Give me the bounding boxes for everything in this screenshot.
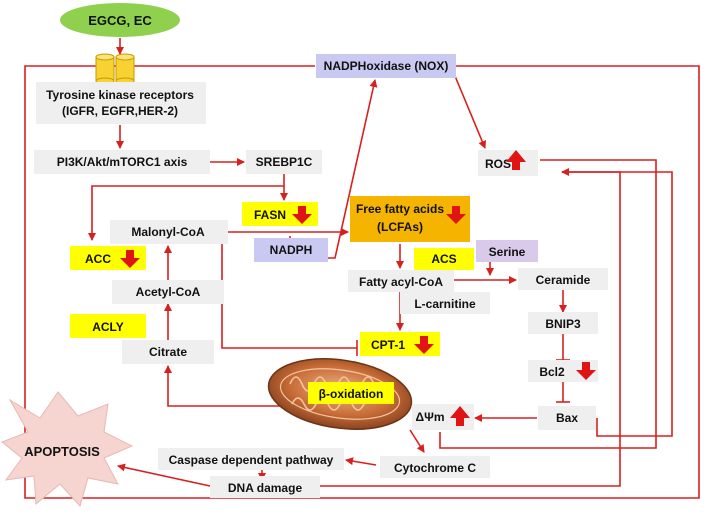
acs-label: ACS: [431, 252, 456, 266]
serine-node: Serine: [476, 240, 538, 262]
beta-oxidation-label: β-oxidation: [319, 387, 384, 401]
acetyl-label: Acetyl-CoA: [136, 285, 201, 299]
acc-node: ACC: [70, 246, 146, 270]
nadph-label: NADPH: [270, 243, 313, 257]
serine-label: Serine: [489, 245, 526, 259]
dna-label: DNA damage: [228, 481, 303, 495]
ros-label: ROS: [485, 157, 511, 171]
rtk-label-line1: Tyrosine kinase receptors: [46, 88, 194, 102]
cpt1-label: CPT-1: [371, 338, 405, 352]
ffa-label-line2: (LCFAs): [377, 220, 423, 234]
dpsi-label: ΔΨm: [415, 410, 444, 424]
fattyacyl-node: Fatty acyl-CoA: [348, 270, 454, 292]
edge-dna-to-apoptosis: [117, 463, 211, 487]
ffa-label-line1: Free fatty acids: [356, 202, 444, 216]
dpsi-node: ΔΨm: [412, 404, 474, 430]
rtk-node: Tyrosine kinase receptors (IGFR, EGFR,HE…: [36, 82, 206, 124]
citrate-node: Citrate: [122, 340, 214, 364]
edges: [24, 38, 700, 499]
cpt1-node: CPT-1: [360, 332, 440, 356]
lcarnitine-label: L-carnitine: [414, 297, 476, 311]
egcg-node: EGCG, EC: [60, 3, 180, 37]
apoptosis-burst: APOPTOSIS: [1, 391, 134, 508]
caspase-node: Caspase dependent pathway: [158, 448, 344, 470]
bax-label: Bax: [556, 411, 578, 425]
ros-up-arrow-icon: [506, 150, 526, 170]
fasn-down-arrow-icon: [292, 206, 312, 224]
edge-dpsi-to-cytc: [409, 429, 425, 453]
malonyl-label: Malonyl-CoA: [131, 225, 205, 239]
edge-bax-to-ros: [561, 168, 673, 437]
bcl2-label: Bcl2: [539, 365, 565, 379]
acly-node: ACLY: [70, 314, 146, 338]
srebp-label: SREBP1C: [256, 155, 313, 169]
srebp-node: SREBP1C: [246, 150, 322, 174]
ffa-node: Free fatty acids (LCFAs): [350, 196, 470, 242]
acetyl-node: Acetyl-CoA: [112, 280, 224, 304]
mitochondrion-illustration: β-oxidation: [267, 358, 413, 430]
edge-srebp-to-acc: [88, 185, 284, 241]
ffa-down-arrow-icon: [446, 206, 466, 224]
edge-ros-to-dpsi: [439, 159, 657, 449]
edge-mito-to-citrate: [164, 365, 290, 407]
nox-label: NADPHoxidase (NOX): [324, 59, 449, 73]
cytc-node: Cytochrome C: [380, 456, 490, 478]
pi3k-node: PI3K/Akt/mTORC1 axis: [34, 150, 210, 174]
bax-node: Bax: [538, 406, 596, 430]
ceramide-node: Ceramide: [518, 268, 608, 290]
acly-label: ACLY: [92, 320, 124, 334]
dna-node: DNA damage: [210, 476, 320, 498]
acc-label: ACC: [85, 252, 111, 266]
rtk-label-line2: (IGFR, EGFR,HER-2): [62, 104, 178, 118]
fasn-label: FASN: [254, 208, 286, 222]
acc-down-arrow-icon: [120, 250, 140, 268]
edge-dna-to-frame: [318, 171, 621, 487]
bnip3-label: BNIP3: [545, 317, 581, 331]
edge-outer-frame: [24, 65, 700, 499]
fattyacyl-label: Fatty acyl-CoA: [359, 275, 443, 289]
ceramide-label: Ceramide: [536, 273, 591, 287]
receptor-icon: [95, 53, 135, 85]
bcl2-down-arrow-icon: [576, 362, 596, 380]
cpt1-down-arrow-icon: [414, 336, 434, 354]
edge-nox-to-ros: [454, 75, 486, 149]
pi3k-label: PI3K/Akt/mTORC1 axis: [57, 155, 188, 169]
lcarnitine-node: L-carnitine: [400, 292, 490, 314]
bnip3-node: BNIP3: [528, 312, 598, 334]
fasn-node: FASN: [242, 202, 318, 226]
caspase-label: Caspase dependent pathway: [169, 453, 334, 467]
edge-malonyl-inhibits-cpt1: [221, 240, 357, 349]
ros-node: ROS: [478, 150, 538, 176]
acs-node: ACS: [414, 248, 474, 270]
malonyl-node: Malonyl-CoA: [110, 220, 228, 244]
egcg-label: EGCG, EC: [88, 13, 152, 28]
apoptosis-label: APOPTOSIS: [24, 444, 100, 459]
nox-node: NADPHoxidase (NOX): [316, 54, 456, 78]
citrate-label: Citrate: [149, 345, 187, 359]
bcl2-node: Bcl2: [528, 360, 598, 382]
cytc-label: Cytochrome C: [394, 461, 476, 475]
edge-cytc-to-caspase: [345, 457, 377, 466]
nadph-node: NADPH: [254, 238, 328, 262]
dpsi-up-arrow-icon: [450, 406, 470, 426]
